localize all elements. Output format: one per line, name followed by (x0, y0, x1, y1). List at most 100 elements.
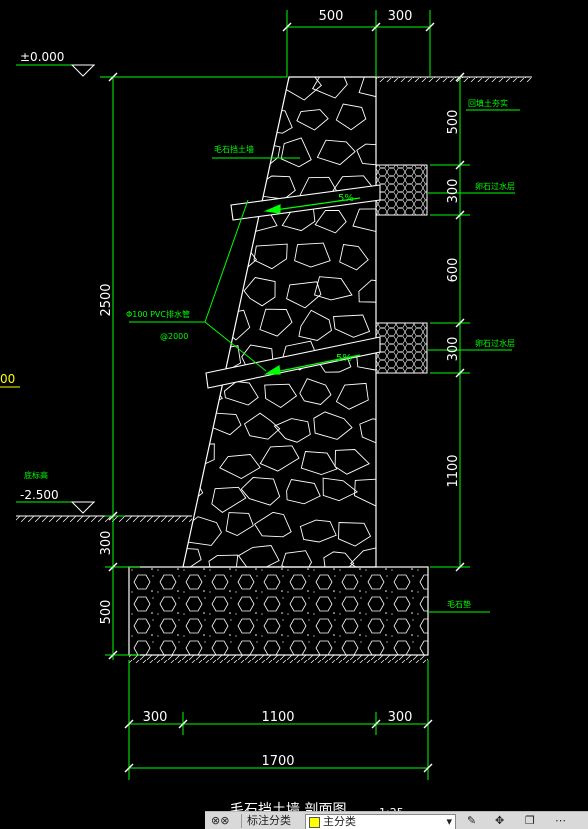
rubble-stone (185, 311, 215, 336)
rubble-stone (243, 277, 276, 307)
dim-bottom-1700: 1700 (261, 754, 294, 769)
move-icon[interactable]: ✥ (495, 814, 505, 827)
rubble-stone (202, 209, 236, 235)
label-pipe-spacing: @2000 (160, 332, 188, 341)
ground-hatch (16, 76, 532, 663)
rubble-stone (298, 309, 333, 341)
rubble-stone (253, 243, 288, 270)
rubble-stone (223, 106, 260, 130)
rubble-stone (253, 511, 292, 538)
rubble-stone (316, 139, 356, 166)
elevation-partial: 00 (0, 372, 15, 386)
dim-left-500: 500 (99, 600, 114, 625)
rubble-stone (335, 382, 369, 410)
dim-right-300b: 300 (446, 337, 461, 362)
rubble-stone (183, 77, 202, 98)
rubble-stone (219, 175, 254, 202)
rubble-stone (313, 411, 353, 440)
rubble-stone (183, 277, 205, 300)
rubble-stone (294, 242, 331, 268)
dimension-lines (16, 10, 520, 780)
rubble-stone (314, 209, 347, 234)
color-swatch-icon (309, 816, 320, 828)
dim-left-2500: 2500 (99, 283, 114, 316)
rubble-stone (183, 415, 202, 445)
label-pipe: Φ100 PVC排水管 (126, 309, 190, 319)
dim-left-300: 300 (99, 531, 114, 556)
bottom-toolbar: ⊗⊗ 标注分类 主分类 ▾ ✎ ✥ ❐ ⋯ (205, 811, 588, 829)
rubble-stone (358, 279, 376, 303)
rubble-stone (184, 180, 218, 202)
rubble-stone (237, 545, 280, 567)
more-icon[interactable]: ⋯ (555, 814, 566, 827)
rubble-stone (350, 546, 376, 567)
category-dropdown-value: 主分类 (323, 815, 356, 828)
label-backfill: 回填土夯实 (468, 98, 508, 108)
rubble-stone (339, 243, 369, 271)
rubble-stone (211, 486, 247, 513)
rubble-stone (322, 477, 359, 502)
toolbar-separator (241, 814, 242, 828)
dimension-ticks (108, 22, 465, 773)
rubble-stone (240, 477, 281, 506)
dim-right-500: 500 (446, 110, 461, 135)
rubble-stone (183, 547, 202, 567)
stone-foundation (128, 566, 429, 656)
elevation-markers (70, 64, 96, 514)
rubble-stone (332, 314, 371, 338)
rubble-stone (187, 110, 220, 133)
edit-icon[interactable]: ✎ (467, 814, 477, 827)
rubble-stone (183, 134, 198, 163)
dim-right-1100: 1100 (446, 454, 461, 487)
rubble-stone (208, 554, 239, 567)
rubble-stone (334, 449, 370, 475)
rubble-stone (219, 454, 261, 480)
label-filter-2: 卵石过水层 (475, 338, 515, 348)
rubble-stone (359, 418, 376, 445)
rubble-stone (299, 519, 337, 543)
rubble-stone (323, 551, 355, 567)
rubble-stone (280, 137, 312, 168)
dim-right-300a: 300 (446, 179, 461, 204)
copy-icon[interactable]: ❐ (525, 814, 535, 827)
rubble-stone (259, 445, 300, 472)
rubble-stone (259, 308, 293, 337)
dim-bottom-300b: 300 (388, 710, 413, 725)
rubble-stone (205, 77, 234, 100)
tab-annotation-category[interactable]: 标注分类 (247, 814, 291, 827)
label-foundation: 毛石垫 (447, 599, 471, 609)
label-slope-2: 5% (336, 353, 352, 364)
rubble-stone (311, 77, 348, 99)
dim-top-300: 300 (388, 9, 413, 24)
rubble-stone (183, 207, 199, 236)
rubble-stone (273, 418, 311, 443)
rubble-stone (223, 381, 259, 406)
rubble-stone (338, 522, 372, 547)
rubble-stone (296, 109, 329, 131)
rubble-stone (299, 378, 332, 405)
rubble-stone (264, 383, 298, 409)
rubble-stone (225, 512, 254, 537)
rubble-stone (354, 478, 376, 507)
rubble-stone (358, 77, 376, 98)
dim-top-500: 500 (319, 9, 344, 24)
rubble-stone (356, 143, 376, 166)
rubble-stone (352, 208, 376, 232)
link-icon[interactable]: ⊗⊗ (211, 814, 230, 827)
slope-arrows (263, 197, 361, 375)
rubble-stone (335, 103, 367, 131)
category-dropdown[interactable]: 主分类 ▾ (305, 814, 456, 829)
chevron-down-icon: ▾ (446, 815, 452, 828)
rubble-stone (183, 246, 221, 273)
dim-bottom-300a: 300 (143, 710, 168, 725)
elevation-bottom-caption: 底标高 (24, 470, 48, 480)
filter-layers (375, 164, 428, 374)
rubble-wall (182, 76, 377, 568)
elevation-bottom: -2.500 (20, 488, 59, 502)
rubble-stone (313, 276, 353, 301)
rubble-stone (281, 550, 313, 567)
rubble-stone (183, 347, 205, 369)
label-wall: 毛石挡土墙 (214, 144, 254, 154)
